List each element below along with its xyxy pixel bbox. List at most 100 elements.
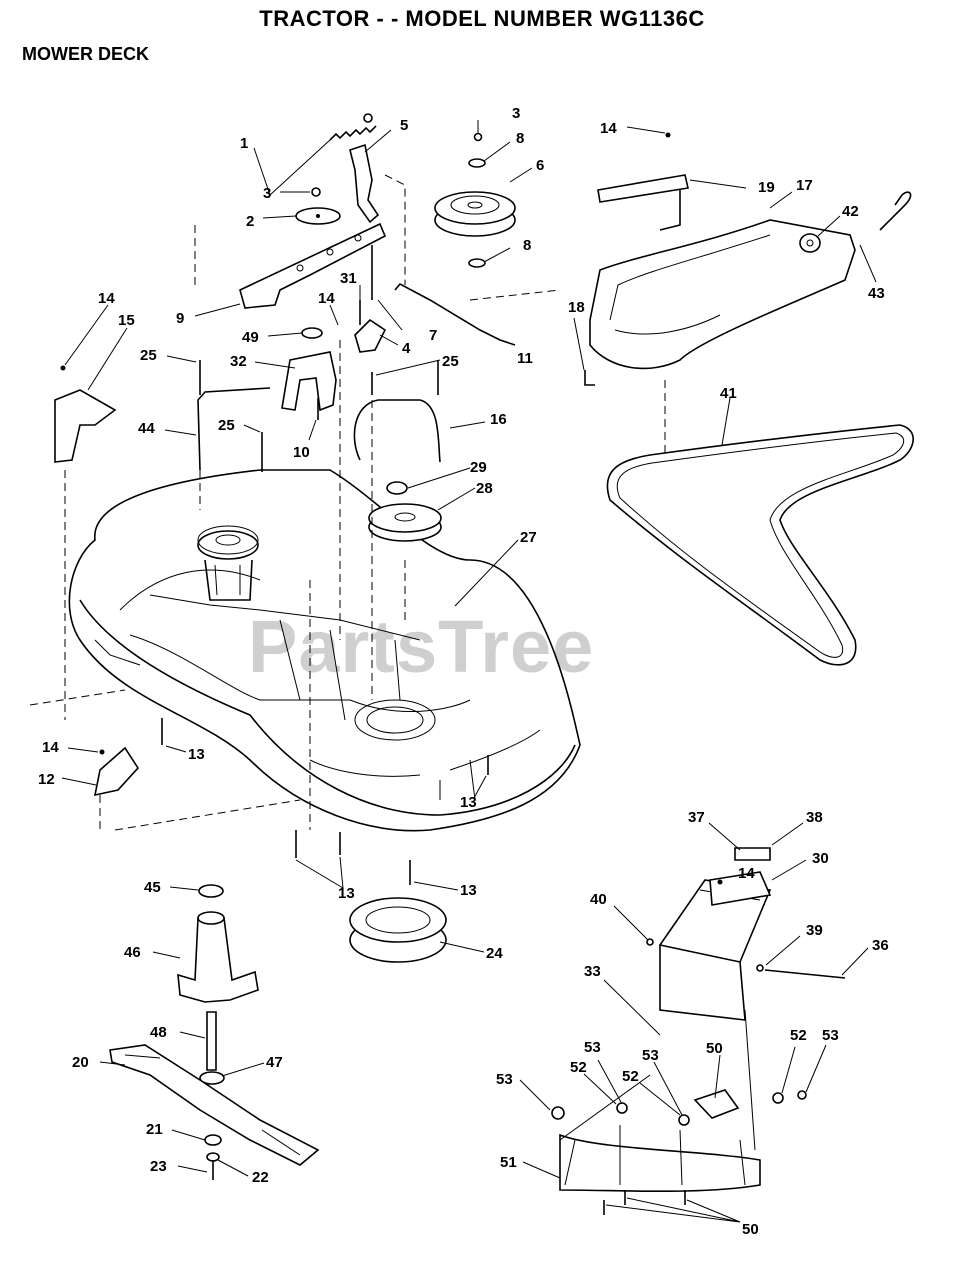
callout-14-d: 14 bbox=[42, 739, 59, 756]
callout-15: 15 bbox=[118, 312, 135, 329]
bolt-part-53 bbox=[797, 1090, 807, 1100]
callout-45: 45 bbox=[144, 879, 161, 896]
nut-part-3-top bbox=[473, 132, 483, 142]
spindle-shaft-part-48 bbox=[206, 1011, 217, 1071]
callout-53-d: 53 bbox=[822, 1027, 839, 1044]
pin-part-18 bbox=[584, 370, 595, 386]
callout-1: 1 bbox=[240, 135, 248, 152]
callout-30: 30 bbox=[812, 850, 829, 867]
bracket-part-15 bbox=[54, 389, 117, 463]
callout-53-a: 53 bbox=[496, 1071, 513, 1088]
rod-part-44 bbox=[197, 387, 271, 471]
callout-2: 2 bbox=[246, 213, 254, 230]
bracket-part-12 bbox=[93, 746, 140, 797]
washer-part-21 bbox=[204, 1134, 222, 1146]
callout-50-b: 50 bbox=[742, 1221, 759, 1238]
callout-12: 12 bbox=[38, 771, 55, 788]
callout-17: 17 bbox=[796, 177, 813, 194]
deck-spindle-pulley bbox=[197, 525, 259, 601]
bracket-part-16 bbox=[353, 399, 441, 463]
callout-19: 19 bbox=[758, 179, 775, 196]
washer-part-52-b bbox=[616, 1102, 628, 1114]
callout-5: 5 bbox=[400, 117, 408, 134]
assembly-lines bbox=[29, 174, 666, 831]
callout-18: 18 bbox=[568, 299, 585, 316]
callout-10: 10 bbox=[293, 444, 310, 461]
callout-33: 33 bbox=[584, 963, 601, 980]
callout-25-b: 25 bbox=[218, 417, 235, 434]
washer-part-42 bbox=[799, 233, 821, 253]
callout-36: 36 bbox=[872, 937, 889, 954]
callout-13-a: 13 bbox=[188, 746, 205, 763]
bracket-part-19 bbox=[597, 174, 689, 203]
callout-53-b: 53 bbox=[584, 1039, 601, 1056]
callout-31: 31 bbox=[340, 270, 357, 287]
washer-part-47 bbox=[199, 1071, 225, 1085]
idler-arm-part-9 bbox=[239, 222, 387, 309]
callout-7: 7 bbox=[429, 327, 437, 344]
drive-belt-part-41 bbox=[606, 424, 914, 666]
callout-27: 27 bbox=[520, 529, 537, 546]
callout-52-a: 52 bbox=[570, 1059, 587, 1076]
callout-14-b: 14 bbox=[318, 290, 335, 307]
mower-deck-housing bbox=[68, 469, 581, 832]
guard-part-51 bbox=[559, 1009, 761, 1193]
callout-37: 37 bbox=[688, 809, 705, 826]
callout-44: 44 bbox=[138, 420, 155, 437]
callout-24: 24 bbox=[486, 945, 503, 962]
washer-part-45 bbox=[198, 884, 224, 898]
callout-11: 11 bbox=[517, 350, 533, 367]
callout-53-c: 53 bbox=[642, 1047, 659, 1064]
callout-22: 22 bbox=[252, 1169, 269, 1186]
callout-46: 46 bbox=[124, 944, 141, 961]
callout-52-b: 52 bbox=[622, 1068, 639, 1085]
callout-6: 6 bbox=[536, 157, 544, 174]
idler-pulley-part-6 bbox=[434, 191, 516, 237]
blade-part-20 bbox=[109, 1044, 320, 1166]
nut-part-14-d bbox=[717, 879, 723, 885]
callout-43: 43 bbox=[868, 285, 885, 302]
callout-40: 40 bbox=[590, 891, 607, 908]
callout-41: 41 bbox=[720, 385, 737, 402]
washer-part-49 bbox=[301, 327, 323, 339]
callout-8-top: 8 bbox=[516, 130, 524, 147]
callout-21: 21 bbox=[146, 1121, 163, 1138]
bracket-part-32 bbox=[281, 351, 337, 412]
callout-25-a: 25 bbox=[140, 347, 157, 364]
nut-part-14-a bbox=[60, 365, 66, 371]
callout-28: 28 bbox=[476, 480, 493, 497]
callout-3-left: 3 bbox=[263, 185, 271, 202]
callout-39: 39 bbox=[806, 922, 823, 939]
callout-42: 42 bbox=[842, 203, 859, 220]
callout-23: 23 bbox=[150, 1158, 167, 1175]
callout-16: 16 bbox=[490, 411, 507, 428]
callout-25-c: 25 bbox=[442, 353, 459, 370]
washer-part-52-c bbox=[678, 1114, 690, 1126]
nut-part-14-c bbox=[99, 749, 105, 755]
washer-part-52-d bbox=[772, 1092, 784, 1104]
callout-13-b: 13 bbox=[460, 794, 477, 811]
section-title: MOWER DECK bbox=[22, 44, 149, 64]
spring-part-1 bbox=[329, 113, 377, 141]
washer-part-22 bbox=[206, 1152, 220, 1162]
callout-8-bottom: 8 bbox=[523, 237, 531, 254]
spindle-housing-part-46 bbox=[177, 911, 259, 1003]
callout-13-d: 13 bbox=[460, 882, 477, 899]
pulley-part-28 bbox=[368, 503, 442, 542]
spring-part-37 bbox=[734, 847, 771, 861]
page-title: TRACTOR - - MODEL NUMBER WG1136C bbox=[259, 6, 705, 31]
clip-part-39 bbox=[756, 964, 764, 972]
callout-14-a: 14 bbox=[98, 290, 115, 307]
washer-part-52-a bbox=[551, 1106, 565, 1120]
arm-part-5 bbox=[349, 143, 380, 224]
callout-3-top: 3 bbox=[512, 105, 520, 122]
hairpin-part-43 bbox=[879, 191, 912, 231]
callout-20: 20 bbox=[72, 1054, 89, 1071]
callout-49: 49 bbox=[242, 329, 259, 346]
callout-52-c: 52 bbox=[790, 1027, 807, 1044]
callout-4: 4 bbox=[402, 340, 411, 357]
washer-part-8-top bbox=[468, 158, 486, 168]
callout-9: 9 bbox=[176, 310, 184, 327]
spindle-shield-part-24 bbox=[349, 897, 447, 963]
rod-part-36 bbox=[764, 969, 846, 979]
